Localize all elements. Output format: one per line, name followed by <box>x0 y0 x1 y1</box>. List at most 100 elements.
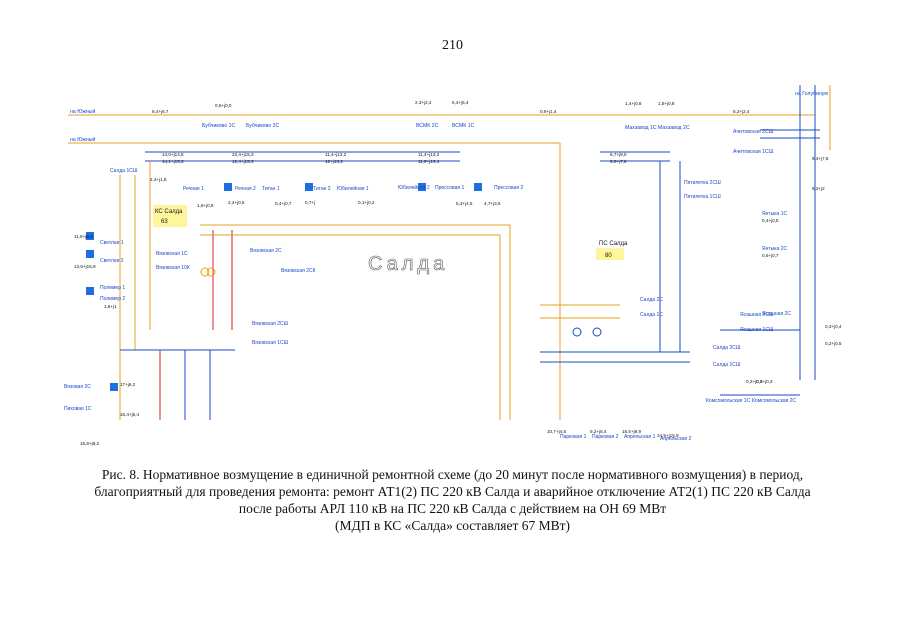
flow-values-label-38: 18,5+j9,9 <box>622 429 641 434</box>
flow-values-label-16: 6,7+j9,0 <box>610 152 627 157</box>
middle-label-11: Салда 1СШ <box>713 362 741 368</box>
left-label-3: Полимер 1 <box>100 285 125 291</box>
flow-values-label-14: 11,4+j13,2 <box>418 152 440 157</box>
flow-values-label-22: 2,4+j0,5 <box>228 200 245 205</box>
top-label-5: ВСМК 1С <box>452 123 475 129</box>
ps-salda-label: ПС Салда <box>599 241 628 247</box>
caption-line-1: Рис. 8. Нормативное возмущение в единичн… <box>101 467 804 482</box>
figure-caption: Рис. 8. Нормативное возмущение в единичн… <box>40 466 865 534</box>
flow-values-label-3: 5,4+j5,4 <box>452 100 469 105</box>
middle-label-12: Пятилетка 2СШ <box>684 180 721 186</box>
flow-values-group: 8,4+j6,7 0,5+j0,0 2,3+j2,4 5,4+j5,4 0,9+j1,4… <box>74 100 842 446</box>
flow-values-label-12: 11,4+j13,2 <box>325 152 347 157</box>
top-label-1: на Южный <box>70 136 95 143</box>
left-label-12: Пиховая 1С <box>64 406 92 412</box>
flow-values-label-7: 5,2+j2,4 <box>733 109 750 114</box>
flow-values-label-42: 15,8+j8,2 <box>80 441 99 446</box>
top-label-10: на Голубиную <box>795 91 828 97</box>
middle-label-9: Салда 1С <box>640 312 663 318</box>
flow-values-label-27: 4,7+j3,6 <box>484 201 501 206</box>
ks-salda-box <box>153 205 187 227</box>
right-label-8: Парковая 2 <box>592 434 619 440</box>
flow-values-label-35: 0,5+j0,3 <box>756 379 773 384</box>
top-label-9: Ачитовская 1СШ <box>733 149 774 155</box>
flow-values-label-11: 12,4+j15,3 <box>232 159 254 164</box>
ps-salda-box <box>596 248 624 260</box>
caption-line-4: (МДП в КС «Салда» составляет 67 МВт) <box>334 518 571 533</box>
flow-values-label-24: 0,7+j <box>305 200 315 205</box>
flow-values-label-0: 8,4+j6,7 <box>152 109 169 114</box>
top-label-0: на Южный <box>70 108 95 115</box>
ks-salda-label: КС Салда <box>155 209 183 215</box>
top-label-6: Махзавод 1С <box>625 125 657 131</box>
flow-values-label-34: 0,2+j0,3 <box>746 379 763 384</box>
left-labels-group: Салда 1СШ Светлая 1 Светлая 2 Полимер 1 Поли… <box>64 168 316 412</box>
middle-label-8: Салда 2С <box>640 297 663 303</box>
caption-line-2: благоприятный для проведения ремонта: ре… <box>94 484 811 499</box>
left-label-2: Светлая 2 <box>100 258 124 264</box>
flow-values-label-5: 1,4+j0,8 <box>625 101 642 106</box>
flow-values-label-32: 0,3+j0,4 <box>825 324 842 329</box>
flow-values-label-9: 14,1+j15,3 <box>162 159 184 164</box>
flow-values-label-40: 17+j6,2 <box>120 382 136 387</box>
flow-values-label-4: 0,9+j1,4 <box>540 109 557 114</box>
flow-values-label-29: 6,2+j2 <box>812 186 825 191</box>
flow-values-label-17: 6,0+j7,6 <box>610 159 627 164</box>
left-label-4: Полимер 2 <box>100 296 125 302</box>
caption-line-3: после работы АРЛ 110 кВ на ПС 220 кВ Сал… <box>238 501 667 516</box>
right-label-2: Ясашная 2СШ <box>740 312 774 318</box>
flow-values-label-18: 11,9+j8,2 <box>74 234 93 239</box>
flow-values-label-8: 14,0+j14,5 <box>162 152 184 157</box>
scheme-center-title: Салда <box>368 253 448 275</box>
flow-values-label-33: 0,2+j0,5 <box>825 341 842 346</box>
flow-values-label-39: 24,9+j15,9 <box>657 433 679 438</box>
flow-values-label-41: 16,4+j5,4 <box>120 412 139 417</box>
right-label-4: Ясашная 2С <box>762 311 791 317</box>
flow-values-label-43: 1,6+j1 <box>104 304 117 309</box>
right-label-10: Апрельская 2 <box>660 436 692 442</box>
flow-values-label-30: 0,4+j0,5 <box>762 218 779 223</box>
flow-values-label-2: 2,3+j2,4 <box>415 100 432 105</box>
middle-label-6: Прессовая 1 <box>435 185 464 191</box>
ps-salda-value: 80 <box>605 253 612 259</box>
flow-values-label-20: 2,4+j1,8 <box>150 177 167 182</box>
left-label-6: Вязовская 2С <box>250 248 282 254</box>
left-label-1: Светлая 1 <box>100 240 124 246</box>
flow-values-label-21: 1,8+j0,9 <box>197 203 214 208</box>
left-label-8: Вязовская 10К <box>156 265 190 271</box>
flow-values-label-13: 12+j13,2 <box>325 159 343 164</box>
right-label-7: Парковая 1 <box>560 434 587 440</box>
flow-values-label-23: 0,4+j0,7 <box>275 201 292 206</box>
right-label-3: Ясашная 1СШ <box>740 327 774 333</box>
middle-label-10: Салда 2СШ <box>713 345 741 351</box>
middle-label-13: Пятилетка 1СШ <box>684 194 721 200</box>
left-label-11: Вязовая 2С <box>64 384 91 390</box>
flow-values-label-28: 6,4+j7,8 <box>812 156 829 161</box>
top-label-2: Бубчиково 1С <box>202 123 235 129</box>
nodes-layer <box>86 183 602 391</box>
middle-label-1: Речная 2 <box>235 186 256 192</box>
flow-values-label-6: 1,5+j0,8 <box>658 101 675 106</box>
flow-values-label-36: 10,7+j4,6 <box>547 429 566 434</box>
top-label-7: Махзавод 2С <box>658 125 690 131</box>
right-label-9: Апрельская 1 <box>624 434 656 440</box>
left-label-10: Вязовская 1СШ <box>252 340 289 346</box>
left-label-7: Вязовская 2СК <box>281 268 316 274</box>
left-label-5: Вязовская 1С <box>156 251 188 257</box>
left-label-9: Вязовская 2СШ <box>252 321 289 327</box>
middle-label-4: Юбилейная 1 <box>337 185 369 192</box>
right-label-0: Янтыка 1С <box>762 211 788 217</box>
middle-label-3: Титан 2 <box>313 186 331 192</box>
wires-layer <box>68 85 831 420</box>
top-label-4: ВСМК 2С <box>416 123 439 129</box>
top-label-3: Бубчиково 2С <box>246 123 279 129</box>
top-label-8: Ачитовская 2СШ <box>733 129 774 135</box>
middle-label-0: Речная 1 <box>183 186 204 192</box>
left-label-0: Салда 1СШ <box>110 168 138 174</box>
power-scheme-diagram: КС Салда 63 ПС Салда 80 Салда на Южныйна… <box>64 85 842 446</box>
flow-values-label-31: 0,5+j0,7 <box>762 253 779 258</box>
flow-values-label-10: 22,4+j15,3 <box>232 152 254 157</box>
flow-values-label-1: 0,5+j0,0 <box>215 103 232 108</box>
